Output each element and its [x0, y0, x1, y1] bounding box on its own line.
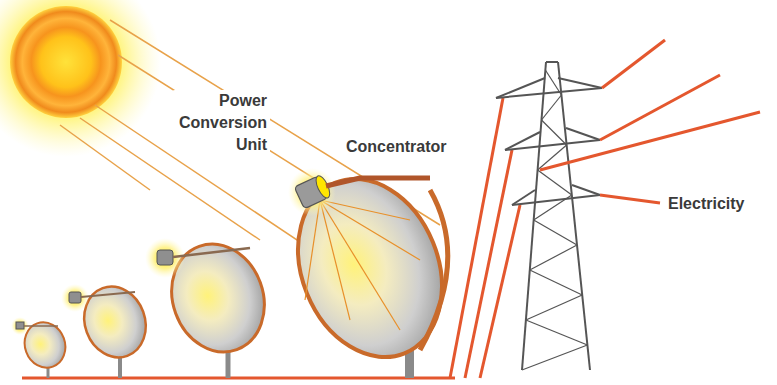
tower-brace: [538, 170, 572, 195]
tower-brace: [541, 120, 566, 145]
transmission-tower: [496, 62, 602, 370]
dish-medium-small: [61, 278, 156, 378]
tower-brace: [534, 195, 572, 220]
concentrator-label: Concentrator: [343, 136, 449, 158]
dish-medium: [145, 231, 279, 378]
tower-brace: [541, 95, 561, 120]
tower-brace: [522, 345, 587, 370]
concentrator-dish: [272, 157, 467, 379]
tower-brace: [530, 245, 577, 270]
electricity-label: Electricity: [665, 193, 747, 215]
feeder-wires: [450, 98, 520, 378]
ground-wire: [22, 377, 455, 380]
tower-brace: [534, 220, 577, 245]
tower-brace: [545, 70, 561, 95]
tower-brace: [526, 295, 582, 320]
tower-brace: [530, 270, 582, 295]
dish-small: [11, 317, 72, 378]
tower-brace: [526, 320, 588, 345]
sun: [10, 6, 122, 118]
transmission-lines: [540, 40, 760, 203]
power-conversion-unit-label: Power Conversion Unit: [172, 90, 270, 156]
